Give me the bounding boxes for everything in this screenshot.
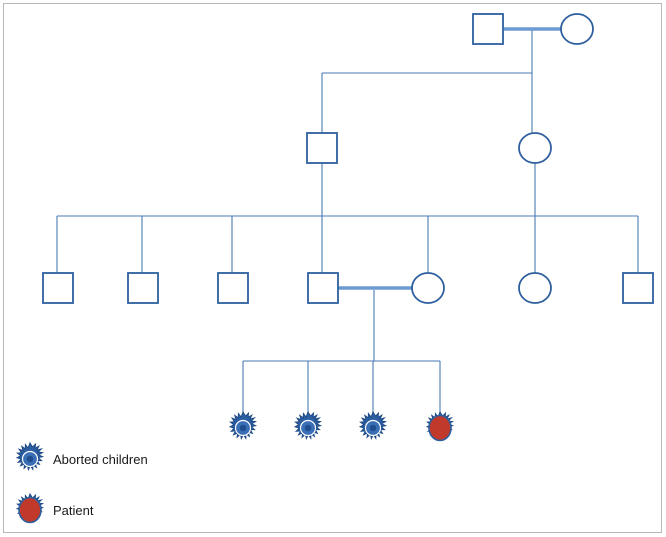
person-aborted-IV-3[interactable] <box>359 411 387 440</box>
person-aborted-IV-2[interactable] <box>294 411 322 440</box>
person-square-I-1[interactable] <box>472 13 504 45</box>
person-aborted-IV-1[interactable] <box>229 411 257 440</box>
person-patient-IV-4[interactable] <box>426 411 454 442</box>
person-square-III-1[interactable] <box>42 272 74 304</box>
person-circle-III-6[interactable] <box>518 272 552 304</box>
mating-lines <box>338 27 562 290</box>
person-square-III-4[interactable] <box>307 272 339 304</box>
person-circle-I-2[interactable] <box>560 13 594 45</box>
legend-aborted-icon <box>16 442 44 471</box>
person-square-III-7[interactable] <box>622 272 654 304</box>
person-square-II-1[interactable] <box>306 132 338 164</box>
person-circle-II-2[interactable] <box>518 132 552 164</box>
diagram-frame <box>3 3 662 533</box>
person-square-III-3[interactable] <box>217 272 249 304</box>
pedigree-connector-lines <box>56 30 639 412</box>
legend-aborted-label: Aborted children <box>53 452 148 467</box>
legend-patient-icon <box>16 493 44 524</box>
person-square-III-2[interactable] <box>127 272 159 304</box>
legend-patient-label: Patient <box>53 503 94 518</box>
person-circle-III-5[interactable] <box>411 272 445 304</box>
